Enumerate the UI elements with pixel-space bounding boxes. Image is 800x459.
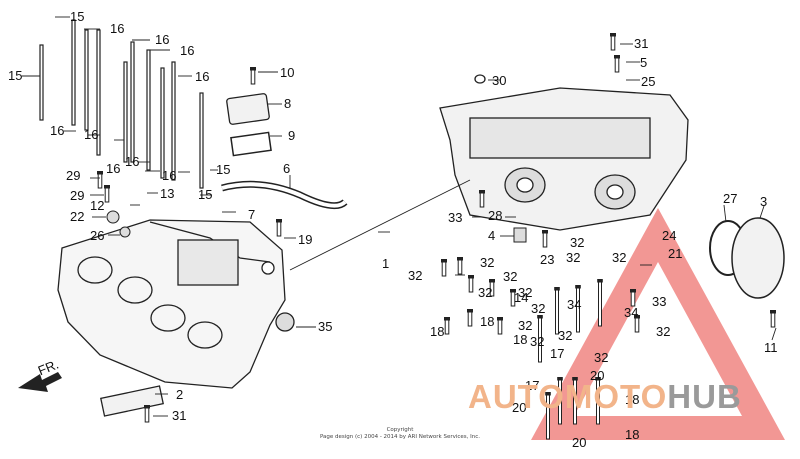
callout-32d: 32 — [408, 268, 422, 283]
callout-29a: 29 — [66, 168, 80, 183]
callout-18c: 18 — [513, 332, 527, 347]
leader-lines — [22, 16, 777, 417]
callout-22: 22 — [70, 209, 84, 224]
callout-labels: 1 2 3 4 5 6 7 8 9 10 11 12 13 14 15 15 1… — [8, 9, 778, 450]
copyright-line-2: Page design (c) 2004 - 2014 by ARI Netwo… — [319, 434, 481, 440]
callout-3: 3 — [760, 194, 767, 209]
callout-18b: 18 — [480, 314, 494, 329]
copyright-notice: Copyright Page design (c) 2004 - 2014 by… — [300, 427, 500, 441]
callout-1: 1 — [382, 256, 389, 271]
callout-5: 5 — [640, 55, 647, 70]
lower-crankcase — [57, 219, 286, 389]
callout-19: 19 — [298, 232, 312, 247]
callout-32m: 32 — [656, 324, 670, 339]
callout-32i: 32 — [518, 318, 532, 333]
callout-18d: 18 — [625, 392, 639, 407]
callout-16e: 16 — [50, 123, 64, 138]
callout-7: 7 — [248, 207, 255, 222]
watermark-triangle — [531, 208, 785, 440]
callout-23: 23 — [540, 252, 554, 267]
callout-15b: 15 — [8, 68, 22, 83]
callout-16c: 16 — [180, 43, 194, 58]
front-direction-label: FR. — [36, 356, 61, 378]
cover-3 — [731, 217, 785, 299]
callout-10: 10 — [280, 65, 294, 80]
seal-26 — [119, 226, 131, 238]
callout-31b: 31 — [172, 408, 186, 423]
callout-15a: 15 — [70, 9, 84, 24]
gasket-9 — [230, 131, 272, 157]
callout-18e: 18 — [625, 427, 639, 442]
callout-34a: 34 — [567, 297, 581, 312]
stud-group-15-16 — [39, 19, 204, 189]
callout-26: 26 — [90, 228, 104, 243]
callout-21: 21 — [668, 246, 682, 261]
callout-32c: 32 — [480, 255, 494, 270]
callout-11: 11 — [764, 340, 778, 355]
callout-33b: 33 — [652, 294, 666, 309]
callout-20b: 20 — [512, 400, 526, 415]
watermark-text-1: AUTOMOTO — [468, 378, 668, 415]
watermark-text-2: HUB — [667, 378, 742, 415]
callout-17b: 17 — [525, 378, 539, 393]
callout-32j: 32 — [558, 328, 572, 343]
o-ring-30 — [474, 74, 486, 84]
callout-24: 24 — [662, 228, 676, 243]
callout-17a: 17 — [550, 346, 564, 361]
callout-4: 4 — [488, 228, 495, 243]
callout-35: 35 — [318, 319, 332, 334]
callout-32a: 32 — [570, 235, 584, 250]
callout-32h: 32 — [478, 285, 492, 300]
callout-33a: 33 — [448, 210, 462, 225]
plug-4 — [513, 227, 527, 243]
callout-8: 8 — [284, 96, 291, 111]
callout-28: 28 — [488, 208, 502, 223]
callout-9: 9 — [288, 128, 295, 143]
breather-cover-8 — [226, 93, 270, 125]
callout-15d: 15 — [198, 187, 212, 202]
callout-32l: 32 — [612, 250, 626, 265]
front-direction-arrow — [18, 372, 62, 392]
callout-31a: 31 — [634, 36, 648, 51]
copyright-line-1: Copyright — [386, 427, 414, 433]
callout-16f: 16 — [84, 127, 98, 142]
callout-25: 25 — [641, 74, 655, 89]
callout-16h: 16 — [125, 154, 139, 169]
upper-crankcase — [439, 87, 689, 231]
callout-13: 13 — [160, 186, 174, 201]
watermark-logo: AUTOMOTOHUB — [468, 378, 742, 416]
callout-18a: 18 — [430, 324, 444, 339]
callout-20a: 20 — [590, 368, 604, 383]
plug-22 — [106, 210, 120, 224]
callout-30: 30 — [492, 73, 506, 88]
seal-35 — [275, 312, 295, 332]
callout-12: 12 — [90, 198, 104, 213]
callout-32e: 32 — [503, 269, 517, 284]
callout-2: 2 — [176, 387, 183, 402]
bracket-2 — [100, 385, 164, 417]
callout-29b: 29 — [70, 188, 84, 203]
callout-34b: 34 — [624, 305, 638, 320]
callout-6: 6 — [283, 161, 290, 176]
callout-16a: 16 — [110, 21, 124, 36]
callout-27: 27 — [723, 191, 737, 206]
callout-32k: 32 — [594, 350, 608, 365]
callout-16d: 16 — [195, 69, 209, 84]
callout-16g: 16 — [106, 161, 120, 176]
callout-32g: 32 — [531, 301, 545, 316]
callout-16b: 16 — [155, 32, 169, 47]
callout-32f: 32 — [518, 285, 532, 300]
callout-32b: 32 — [566, 250, 580, 265]
callout-15c: 15 — [216, 162, 230, 177]
callout-32n: 32 — [530, 334, 544, 349]
callout-16i: 16 — [162, 168, 176, 183]
callout-14: 14 — [514, 290, 528, 305]
callout-20c: 20 — [572, 435, 586, 450]
